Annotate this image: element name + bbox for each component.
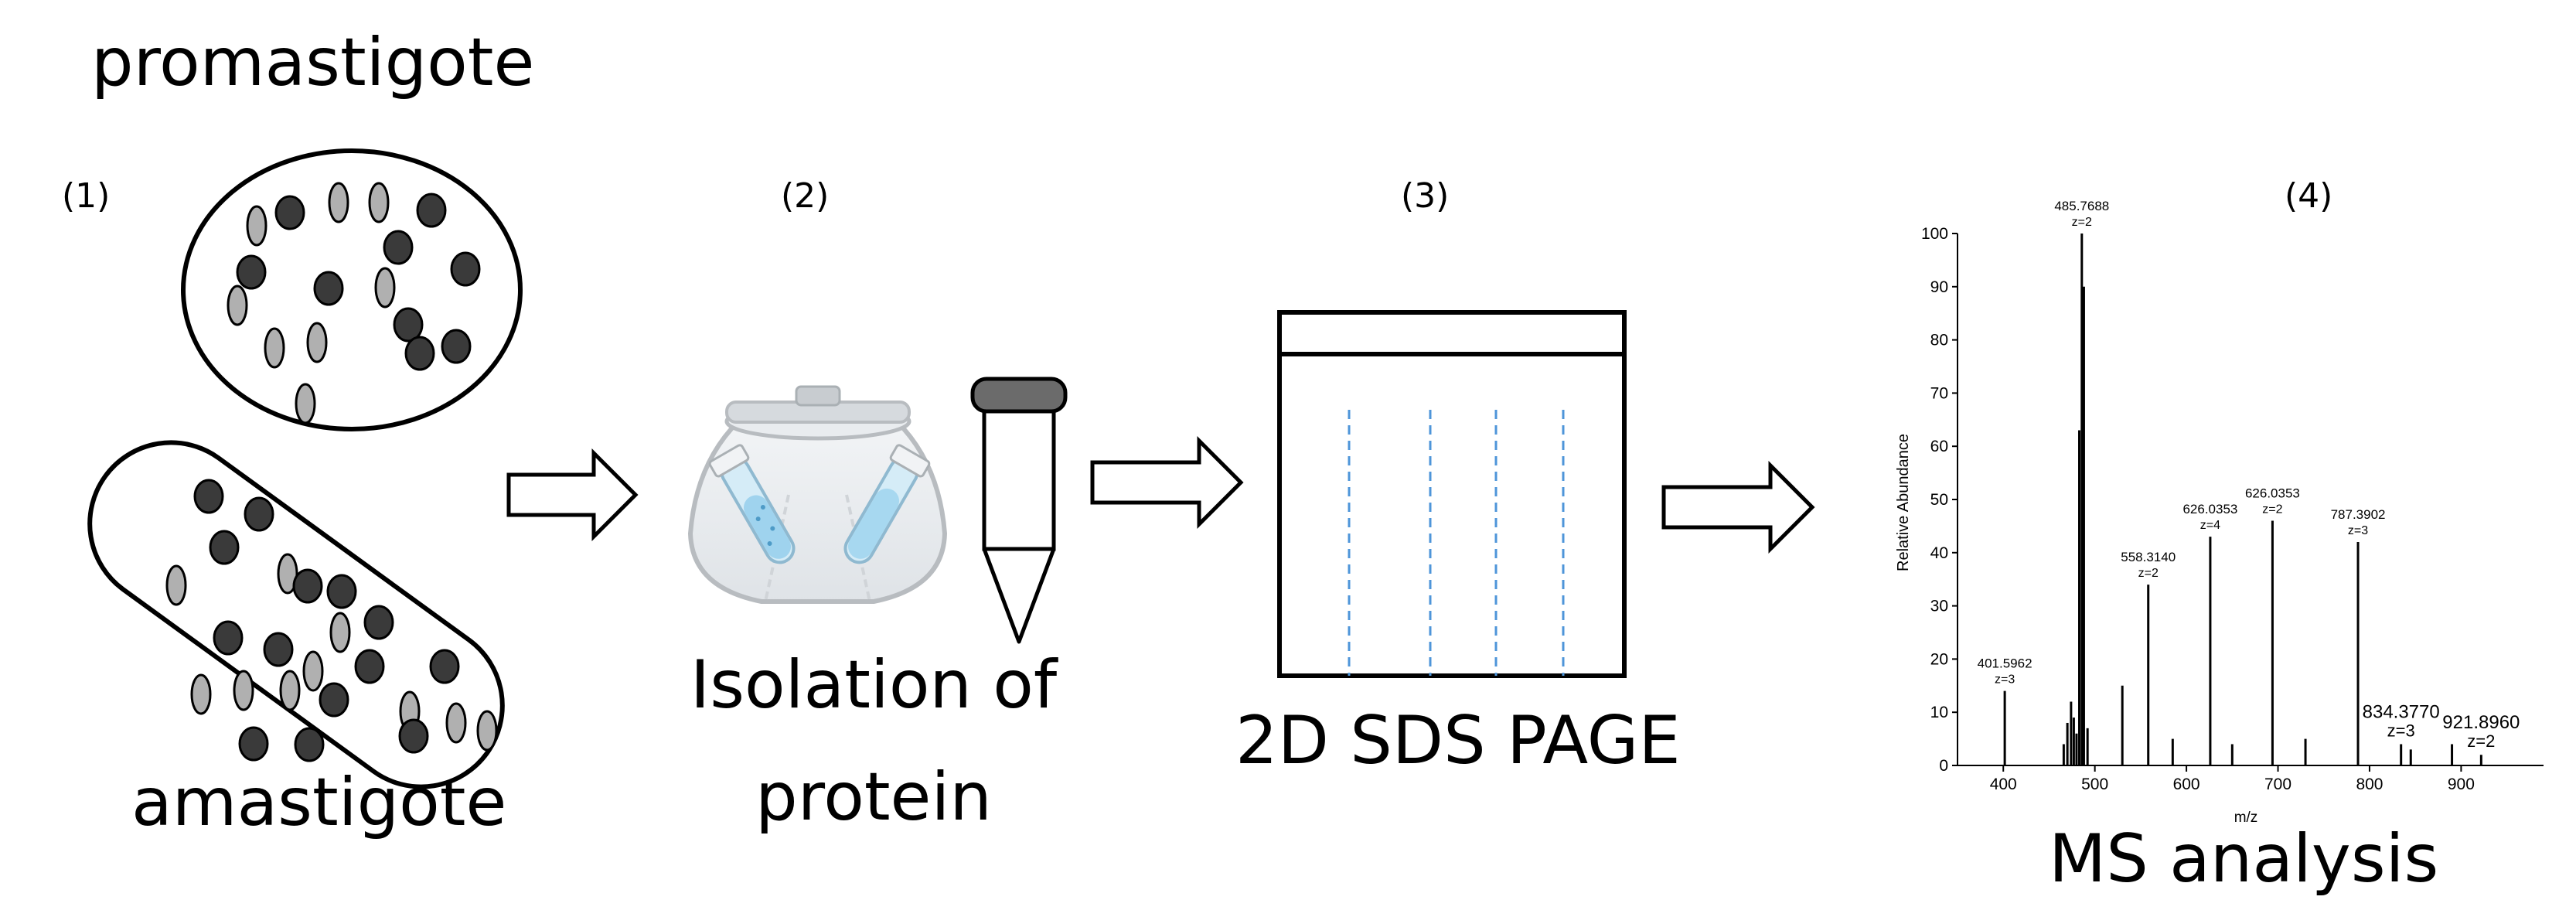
ms-y-tick-label: 30 [1930, 598, 1948, 615]
arrow-2-icon [1090, 435, 1244, 530]
ms-peak-mass-label: 626.0353 [2182, 502, 2237, 516]
ms-y-tick-label: 60 [1930, 438, 1948, 455]
centrifuge-icon [687, 385, 948, 604]
isolation-label-line2: protein [755, 758, 992, 836]
sds-page-label: 2D SDS PAGE [1235, 702, 1681, 779]
ms-peak-charge-label: z=2 [2072, 216, 2092, 229]
ms-peak-charge-label: z=4 [2200, 519, 2220, 532]
ms-y-tick-label: 0 [1939, 757, 1948, 775]
ms-peak-charge-label: z=3 [2348, 524, 2368, 537]
ms-y-tick-label: 80 [1930, 332, 1948, 349]
ms-peak-charge-label: z=3 [1995, 673, 2015, 687]
ms-y-tick-label: 10 [1930, 704, 1948, 721]
ms-peak-mass-label: 558.3140 [2121, 550, 2176, 564]
ms-x-tick-label: 800 [2356, 776, 2383, 793]
ms-peak-charge-label: z=2 [2467, 731, 2495, 751]
ms-y-tick-label: 100 [1921, 225, 1948, 243]
ms-x-tick-label: 400 [1990, 776, 2017, 793]
ms-peak-charge-label: z=2 [2138, 567, 2159, 580]
step-3-label: (3) [1401, 176, 1450, 216]
ms-peak-mass-label: 787.3902 [2331, 507, 2386, 522]
sds-page-gel [1277, 310, 1627, 678]
promastigote-cell [181, 148, 523, 431]
ms-y-tick-label: 50 [1930, 491, 1948, 509]
ms-x-axis-label: m/z [2234, 810, 2258, 826]
ms-peak-mass-label: 834.3770 [2363, 701, 2440, 722]
step-2-label: (2) [781, 176, 830, 216]
ms-peak-mass-label: 921.8960 [2442, 712, 2520, 733]
ms-peak-charge-label: z=2 [2262, 503, 2282, 516]
ms-peak-charge-label: z=3 [2387, 721, 2415, 740]
ms-peak-mass-label: 485.7688 [2054, 199, 2109, 213]
ms-x-tick-label: 700 [2264, 776, 2291, 793]
isolation-label-line1: Isolation of [690, 646, 1058, 724]
ms-peak-mass-label: 401.5962 [1978, 656, 2033, 671]
arrow-3-icon [1661, 460, 1815, 554]
ms-spectrum-chart: 0 10 20 30 40 50 60 70 80 90 100 400 500 600 700 800 900… [1895, 199, 2544, 826]
step-4-label: (4) [2285, 176, 2333, 216]
ms-peak-mass-label: 626.0353 [2245, 486, 2300, 501]
ms-y-tick-label: 20 [1930, 650, 1948, 668]
ms-y-tick-label: 70 [1930, 384, 1948, 402]
ms-y-tick-label: 90 [1930, 278, 1948, 296]
arrow-1-icon [506, 448, 639, 542]
ms-y-tick-label: 40 [1930, 544, 1948, 562]
test-tube-icon [970, 377, 1068, 644]
step-1-label: (1) [62, 176, 111, 216]
ms-y-axis-label: Relative Abundance [1895, 434, 1912, 571]
amastigote-cell [87, 440, 505, 789]
promastigote-label: promastigote [91, 24, 535, 101]
ms-x-tick-label: 900 [2448, 776, 2475, 793]
ms-analysis-label: MS analysis [2049, 820, 2439, 898]
ms-x-tick-label: 500 [2081, 776, 2108, 793]
ms-x-tick-label: 600 [2173, 776, 2200, 793]
